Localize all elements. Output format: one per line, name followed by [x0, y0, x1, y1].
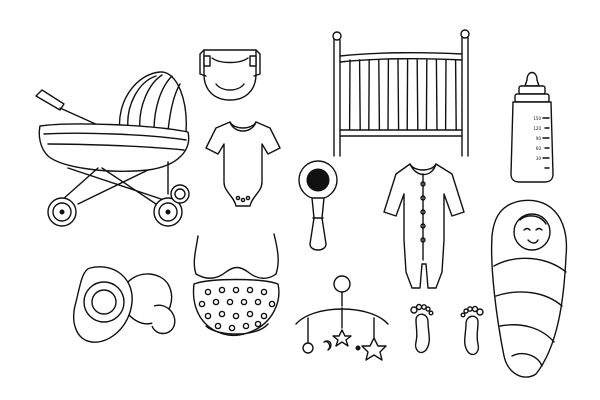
baby-stroller-icon [28, 62, 198, 234]
bottle-mark: 150 [533, 116, 541, 121]
belly-dot [241, 299, 246, 304]
belly-dot [255, 321, 260, 326]
baby-rattle-icon [296, 158, 340, 258]
bottle-mark: 60 [536, 146, 542, 151]
belly-dot [255, 299, 260, 304]
baby-footprints-icon [406, 302, 488, 356]
baby-crib-icon [326, 30, 476, 160]
baby-bodysuit-icon [204, 118, 282, 210]
belly-dot [229, 325, 234, 330]
crib-mobile-icon [288, 272, 396, 364]
belly-dot [261, 289, 266, 294]
belly-dot [199, 301, 204, 306]
belly-dot [233, 313, 238, 318]
right-footprint [461, 307, 483, 355]
belly-dot [219, 311, 224, 316]
bottle-mark: 120 [533, 126, 541, 131]
swaddled-baby-icon [486, 196, 572, 384]
crib-bar [379, 60, 380, 130]
belly-dot [205, 313, 210, 318]
left-footprint [411, 305, 433, 353]
pregnant-belly-icon [186, 232, 286, 342]
baby-sleepsuit-icon [382, 160, 466, 294]
crib-bar [398, 60, 399, 130]
crib-bar [360, 60, 361, 130]
pacifier-icon [70, 262, 182, 348]
belly-dot [247, 287, 252, 292]
bottle-scale: 150 120 90 60 30 [533, 116, 549, 168]
belly-dot [219, 287, 224, 292]
baby-bottle-icon: 150 120 90 60 30 [505, 66, 559, 184]
crib-bar [436, 60, 437, 130]
diaper-icon [198, 44, 262, 106]
belly-dot [227, 299, 232, 304]
crib-bar [456, 60, 457, 130]
belly-dot [215, 323, 220, 328]
belly-dot [261, 313, 266, 318]
belly-dot [243, 323, 248, 328]
belly-dot [205, 289, 210, 294]
crib-bar [417, 60, 418, 130]
bottle-mark: 30 [536, 156, 542, 161]
belly-dot [269, 301, 274, 306]
belly-dot [233, 287, 238, 292]
bottle-mark: 90 [536, 136, 542, 141]
belly-dot [247, 311, 252, 316]
belly-dot [213, 299, 218, 304]
